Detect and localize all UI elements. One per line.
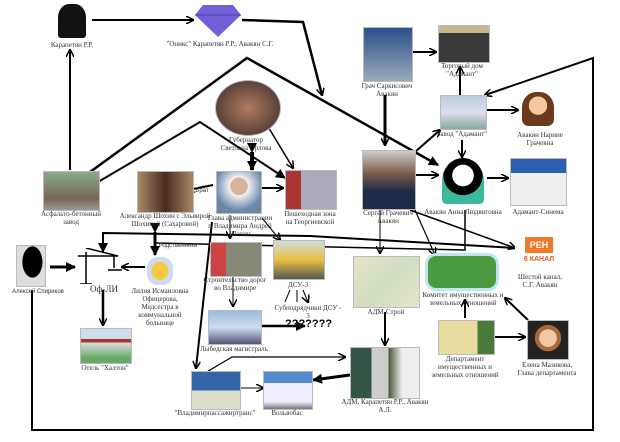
dsu-workers-photo xyxy=(273,240,325,280)
diamond-icon xyxy=(195,5,241,37)
hotel-photo xyxy=(80,328,132,364)
edge-label-brother: Брат xyxy=(195,188,209,194)
mayor-photo xyxy=(216,171,262,214)
shokhin-family-photo xyxy=(137,171,194,213)
node-subcontractors: Субподрядчики ДСУ -3 xyxy=(274,304,342,320)
silhouette-icon xyxy=(58,4,86,38)
department-building-photo xyxy=(438,320,495,355)
transport-photo xyxy=(191,371,241,410)
pedestrian-zone-photo xyxy=(285,170,337,210)
trade-house-photo xyxy=(438,25,490,63)
asphalt-plant-photo xyxy=(43,171,100,211)
sergey-photo xyxy=(362,150,416,210)
ren-tv-logo: РЕН 6 КАНАЛ xyxy=(515,235,563,271)
nurse-icon xyxy=(147,257,173,285)
grach-photo xyxy=(363,27,413,82)
silhouette-icon xyxy=(16,245,46,287)
unknown-marks: ??????? xyxy=(285,318,333,330)
map-image xyxy=(353,256,420,308)
adm-photo xyxy=(350,347,420,399)
cinema-photo xyxy=(510,158,567,206)
edge-label-relatives: Родственники xyxy=(158,243,198,249)
mazikova-photo xyxy=(527,320,569,360)
person-avatar-icon xyxy=(442,158,484,204)
lybed-photo xyxy=(208,310,262,345)
bus-photo xyxy=(263,371,313,410)
road-works-photo xyxy=(210,242,262,277)
land-illustration xyxy=(428,256,496,288)
crane-icon xyxy=(78,248,122,284)
plant-photo xyxy=(440,95,487,130)
governor-photo xyxy=(215,80,281,136)
female-avatar-icon xyxy=(522,92,554,126)
